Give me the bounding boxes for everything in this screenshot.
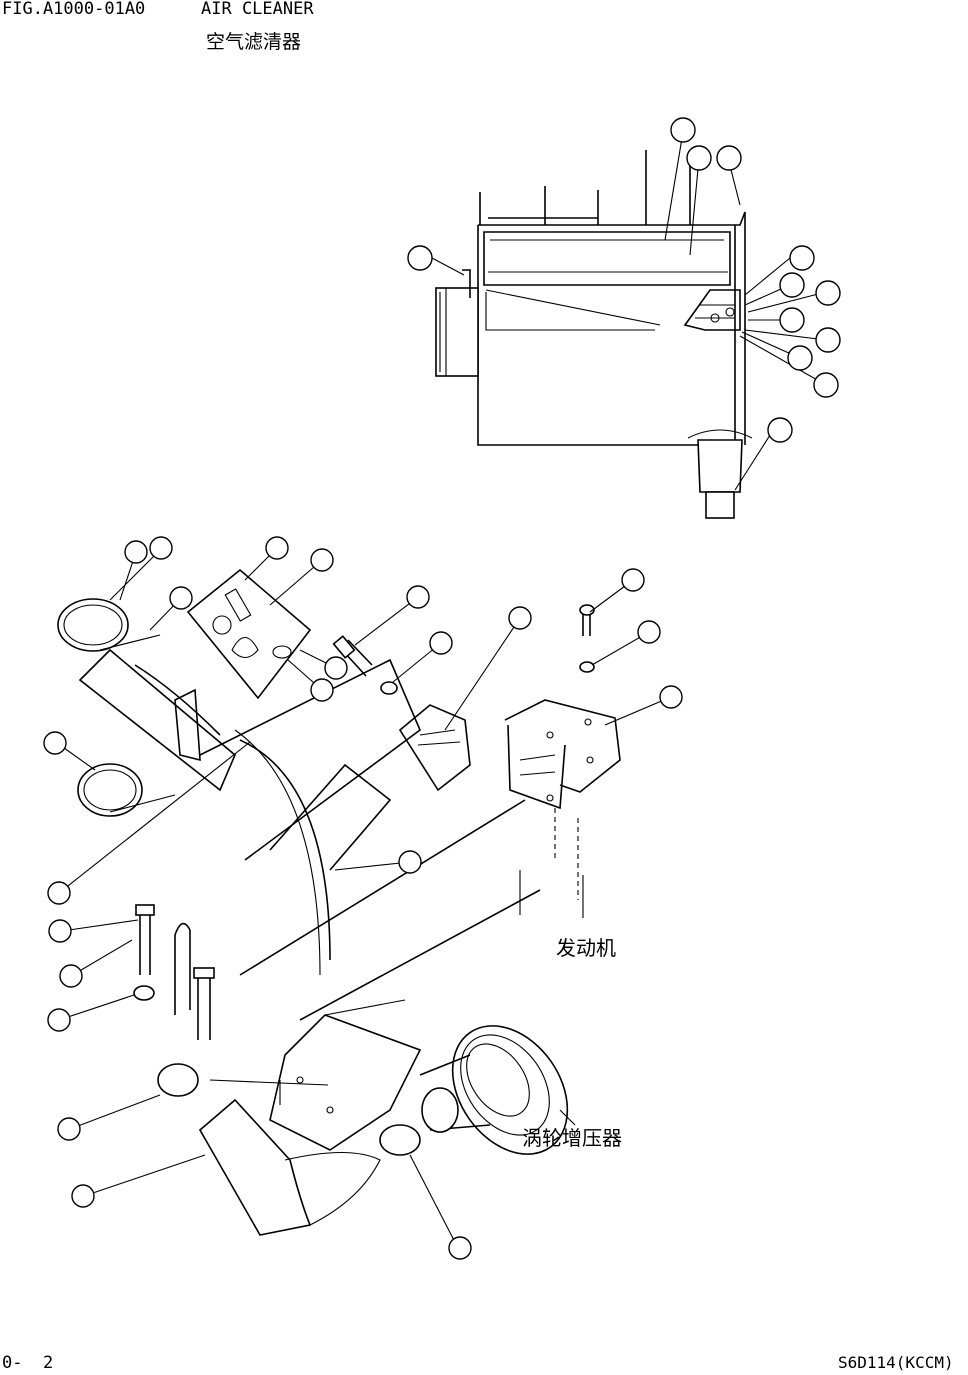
figure-code: FIG.A1000-01A0 bbox=[2, 0, 146, 19]
figure-title-en: AIR CLEANER bbox=[201, 0, 314, 19]
page-number: 0- 2 bbox=[2, 1353, 54, 1373]
installation-view bbox=[43, 536, 683, 1260]
figure-title-cn: 空气滤清器 bbox=[206, 31, 302, 53]
turbocharger-label: 涡轮增压器 bbox=[522, 1126, 622, 1150]
model-code: S6D114(KCCM) bbox=[838, 1353, 954, 1372]
air-cleaner-assembly bbox=[407, 117, 841, 519]
engine-label: 发动机 bbox=[556, 936, 616, 960]
